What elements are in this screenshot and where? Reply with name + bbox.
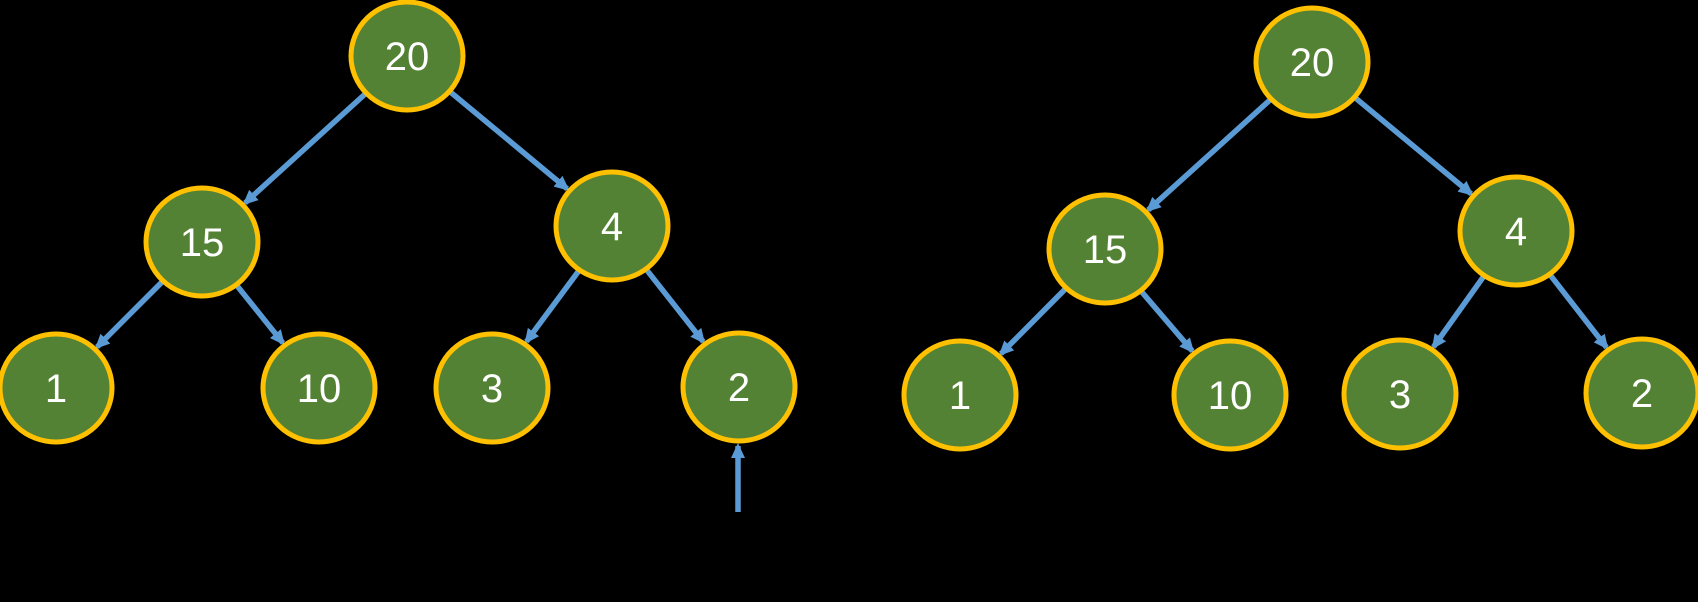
node-circle [1341, 337, 1459, 451]
node-circle [433, 331, 551, 445]
right-edge-20-15 [1145, 96, 1273, 213]
node-label: 15 [180, 221, 225, 265]
left-tree-node-3: 3 [433, 331, 551, 445]
node-circle [1583, 336, 1698, 450]
node-label: 2 [1631, 372, 1653, 416]
node-label: 4 [601, 205, 623, 249]
node-label: 1 [45, 367, 67, 411]
left-tree-node-10: 10 [260, 331, 378, 445]
right-edge-15-10 [1138, 288, 1195, 354]
node-circle [143, 185, 261, 299]
node-label: 10 [1208, 374, 1253, 418]
node-label: 1 [949, 374, 971, 418]
node-label: 3 [1389, 373, 1411, 417]
right-tree-node-20: 20 [1253, 5, 1371, 119]
right-edge-4-3 [1431, 273, 1487, 350]
node-label: 2 [728, 366, 750, 410]
node-circle [1457, 174, 1575, 288]
binary-tree-right: 20 15 4 1 10 3 2 [901, 5, 1698, 452]
node-label: 10 [297, 367, 342, 411]
node-circle [260, 331, 378, 445]
left-tree-node-2: 2 [680, 330, 798, 444]
left-edge-20-15 [242, 90, 369, 206]
right-tree-node-4: 4 [1457, 174, 1575, 288]
left-edge-15-1 [94, 278, 166, 350]
left-tree-node-4: 4 [553, 169, 671, 283]
node-label: 15 [1083, 228, 1128, 272]
left-edge-4-3 [524, 268, 582, 345]
right-tree-node-2: 2 [1583, 336, 1698, 450]
right-edge-4-2 [1547, 272, 1609, 350]
node-label: 4 [1505, 210, 1527, 254]
node-circle [348, 0, 466, 113]
node-circle [680, 330, 798, 444]
node-label: 20 [385, 35, 430, 79]
right-edge-20-4 [1352, 95, 1474, 197]
left-edge-15-10 [234, 283, 286, 346]
left-edge-4-2 [643, 267, 706, 345]
left-tree-node-20: 20 [348, 0, 466, 113]
node-circle [553, 169, 671, 283]
right-tree-node-3: 3 [1341, 337, 1459, 451]
left-tree-node-15: 15 [143, 185, 261, 299]
node-circle [1253, 5, 1371, 119]
binary-tree-left: 20 15 4 1 10 3 2 [0, 0, 798, 445]
node-label: 3 [481, 367, 503, 411]
node-label: 20 [1290, 41, 1335, 85]
right-tree-node-15: 15 [1046, 192, 1164, 306]
left-edge-20-4 [447, 89, 570, 191]
right-edge-15-1 [998, 286, 1069, 356]
node-circle [1171, 338, 1289, 452]
left-tree-node-1: 1 [0, 331, 115, 445]
node-circle [1046, 192, 1164, 306]
node-circle [901, 338, 1019, 452]
right-tree-node-10: 10 [1171, 338, 1289, 452]
right-tree-node-1: 1 [901, 338, 1019, 452]
node-circle [0, 331, 115, 445]
